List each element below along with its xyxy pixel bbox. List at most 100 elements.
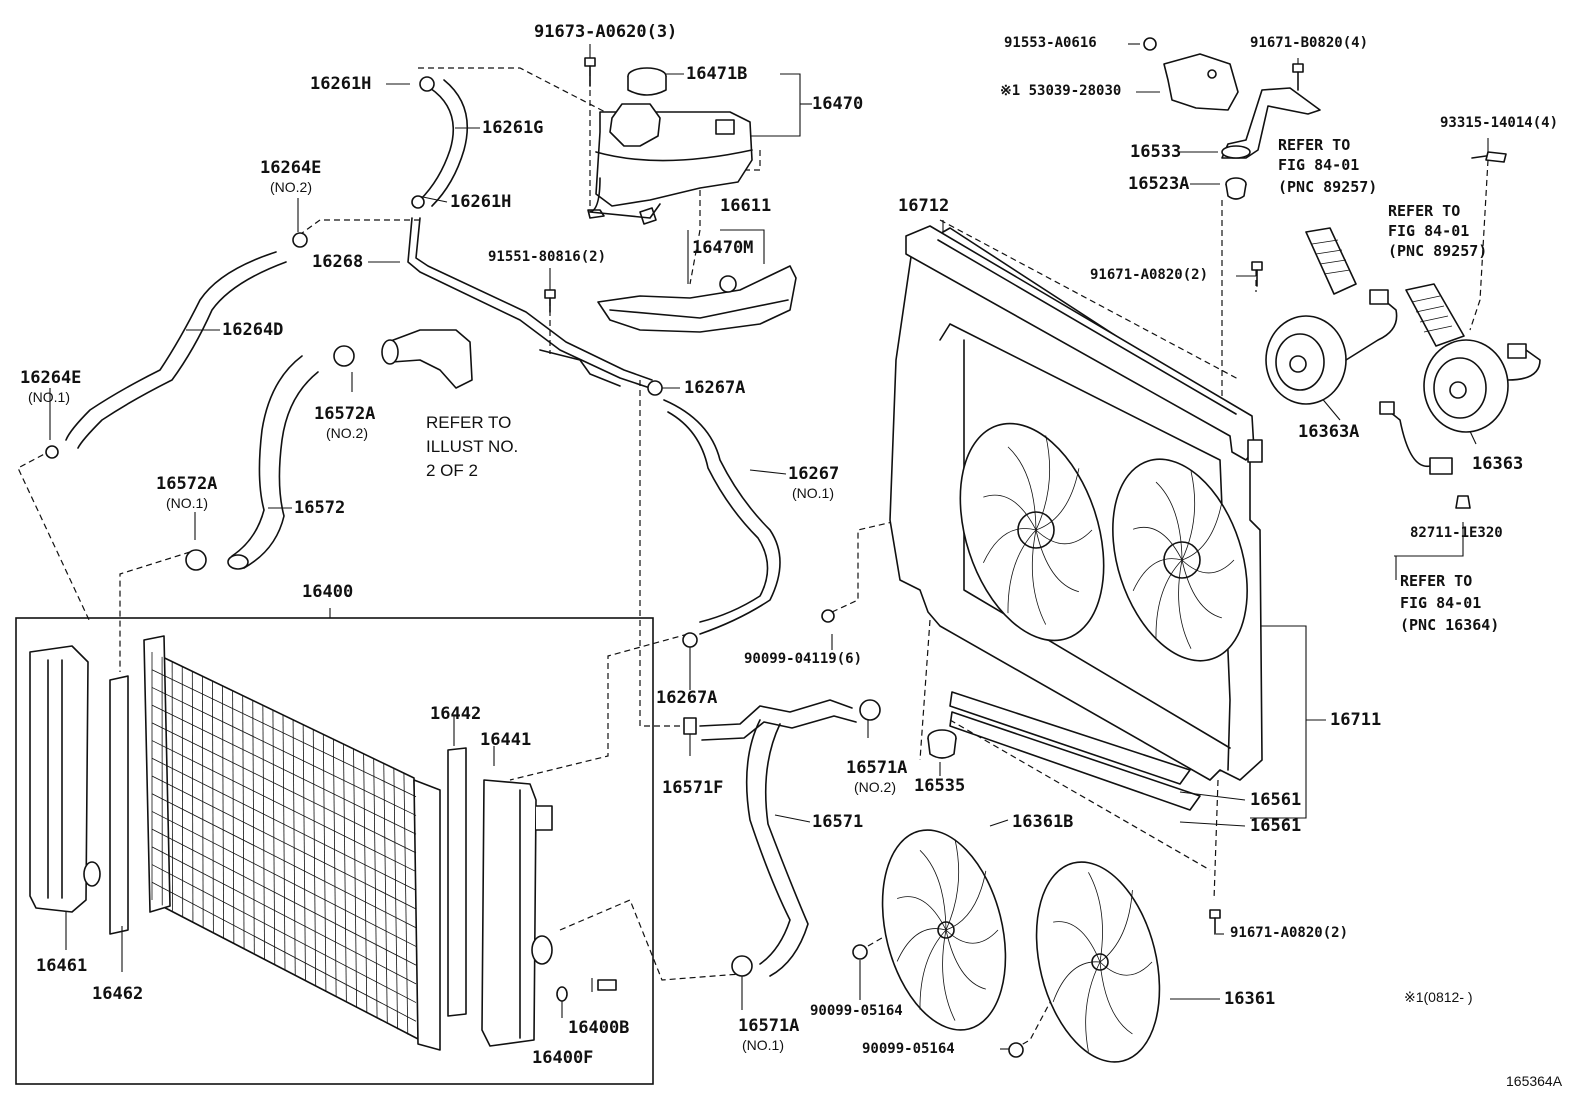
label-16264e-no1: 16264E xyxy=(20,368,82,388)
label-16571f: 16571F xyxy=(662,778,724,798)
label-16462: 16462 xyxy=(92,984,144,1004)
radiator-side-tank-left xyxy=(29,645,101,913)
drain-cock xyxy=(597,979,617,991)
label-16442: 16442 xyxy=(430,704,482,724)
label-91553-a0616: 91553-A0616 xyxy=(1004,35,1097,51)
shroud-upper-bar xyxy=(905,225,1263,463)
pipe-bolt xyxy=(544,289,556,313)
label-91673-a0620: 91673-A0620(3) xyxy=(534,22,678,42)
label-16267-sub: (NO.1) xyxy=(792,485,834,501)
fan-motor-16363 xyxy=(1423,339,1541,433)
reservoir-bracket xyxy=(597,265,797,333)
label-93315-14014: 93315-14014(4) xyxy=(1440,115,1559,131)
label-16264e-no2: 16264E xyxy=(260,158,322,178)
gasket-16442 xyxy=(447,747,467,1017)
label-16535: 16535 xyxy=(914,776,966,796)
nut-90099-05164-b xyxy=(1008,1042,1024,1058)
label-91671-b0820: 91671-B0820(4) xyxy=(1250,35,1369,51)
label-16267a-bot: 16267A xyxy=(656,688,718,708)
label-16470m: 16470M xyxy=(692,238,754,258)
label-16264e-no1-sub: (NO.1) xyxy=(28,389,70,405)
bolt-91671-b0820 xyxy=(1292,63,1304,91)
radiator-assembly-frame xyxy=(15,617,654,1085)
shroud-bushing xyxy=(927,729,957,759)
upper-radiator-hose xyxy=(227,355,319,570)
label-refer-89257a-1: REFER TO xyxy=(1278,136,1351,154)
note-date-range: ※1(0812- ) xyxy=(1404,989,1473,1005)
hose-clamp-16571a-no2 xyxy=(859,699,881,721)
label-16571a-no2-sub: (NO.2) xyxy=(854,779,896,795)
label-16267: 16267 xyxy=(788,464,840,484)
overflow-hose xyxy=(419,79,469,207)
label-16611: 16611 xyxy=(720,196,772,216)
grommet-16523a xyxy=(1225,177,1247,200)
label-refer-16364-1: REFER TO xyxy=(1400,572,1473,590)
nut-90099-05164-a xyxy=(852,944,868,960)
label-16267a-top: 16267A xyxy=(684,378,746,398)
hose-clamp-no1 xyxy=(45,445,59,459)
clip-82711-1e320 xyxy=(1455,495,1471,509)
label-91551-80816: 91551-80816(2) xyxy=(488,249,607,265)
label-16572a-no1-sub: (NO.1) xyxy=(166,495,208,511)
fan-blade-16361 xyxy=(1035,861,1161,1063)
radiator-tank-right xyxy=(481,779,553,1047)
gasket-16462 xyxy=(109,675,129,935)
label-16572a-no2-sub: (NO.2) xyxy=(326,425,368,441)
label-refer-illust-2: ILLUST NO. xyxy=(426,437,519,456)
label-16572a-no1: 16572A xyxy=(156,474,218,494)
label-16441: 16441 xyxy=(480,730,532,750)
label-refer-89257b-1: REFER TO xyxy=(1388,202,1461,220)
reservoir-cap xyxy=(627,67,667,96)
label-53039-28030: ※1 53039-28030 xyxy=(1000,83,1122,99)
label-16461: 16461 xyxy=(36,956,88,976)
label-16561-b: 16561 xyxy=(1250,816,1302,836)
label-refer-16364-2: FIG 84-01 xyxy=(1400,594,1482,612)
label-refer-89257a-3: (PNC 89257) xyxy=(1278,178,1378,196)
fan-controller-left xyxy=(1305,227,1357,295)
label-16400b: 16400B xyxy=(568,1018,630,1038)
label-90099-05164-b: 90099-05164 xyxy=(862,1041,955,1057)
hose-clamp-16572a-no2 xyxy=(333,345,355,367)
hose-clamp-no2 xyxy=(292,232,308,248)
label-16561-a: 16561 xyxy=(1250,790,1302,810)
label-16261g: 16261G xyxy=(482,118,544,138)
shroud-bolt-91671-a0820-top xyxy=(1251,261,1263,287)
label-16363: 16363 xyxy=(1472,454,1524,474)
label-16361b: 16361B xyxy=(1012,812,1074,832)
bracket-53039-28030 xyxy=(1163,53,1239,111)
label-refer-illust-1: REFER TO xyxy=(426,413,512,432)
illustration-code: 165364A xyxy=(1506,1073,1563,1089)
heater-hose-d xyxy=(65,251,287,449)
label-16400: 16400 xyxy=(302,582,354,602)
reservoir-bolt xyxy=(584,57,596,87)
label-16264d: 16264D xyxy=(222,320,284,340)
wiring-harness xyxy=(1379,401,1453,475)
label-16264e-no2-sub: (NO.2) xyxy=(270,179,312,195)
bracket-16533 xyxy=(1221,87,1321,159)
label-16571a-no1: 16571A xyxy=(738,1016,800,1036)
o-ring-16400f xyxy=(556,986,568,1002)
hose-clamp-mid xyxy=(411,195,425,209)
label-16523a: 16523A xyxy=(1128,174,1190,194)
label-16712: 16712 xyxy=(898,196,950,216)
label-16572: 16572 xyxy=(294,498,346,518)
hose-clamp-16571f xyxy=(683,717,697,735)
water-pipe xyxy=(407,217,653,389)
hose-clamp-16267a-bot xyxy=(682,632,698,648)
fan-motor-16363a xyxy=(1265,289,1398,405)
label-16470: 16470 xyxy=(812,94,864,114)
label-16261h-top: 16261H xyxy=(310,74,372,94)
label-16363a: 16363A xyxy=(1298,422,1360,442)
hose-clamp-16267a-top xyxy=(647,380,663,396)
shroud-bolt-91671-a0820-bot xyxy=(1209,909,1221,935)
label-91671-a0820-top: 91671-A0820(2) xyxy=(1090,267,1209,283)
label-16471b: 16471B xyxy=(686,64,748,84)
label-refer-16364-3: (PNC 16364) xyxy=(1400,616,1500,634)
hose-clamp-16571a-no1 xyxy=(731,955,753,977)
water-outlet xyxy=(381,329,473,389)
label-refer-illust-3: 2 OF 2 xyxy=(426,461,478,480)
label-16571a-no1-sub: (NO.1) xyxy=(742,1037,784,1053)
label-16533: 16533 xyxy=(1130,142,1182,162)
shroud-bolt-90099-04119 xyxy=(821,609,835,623)
reservoir-tank xyxy=(587,103,753,225)
